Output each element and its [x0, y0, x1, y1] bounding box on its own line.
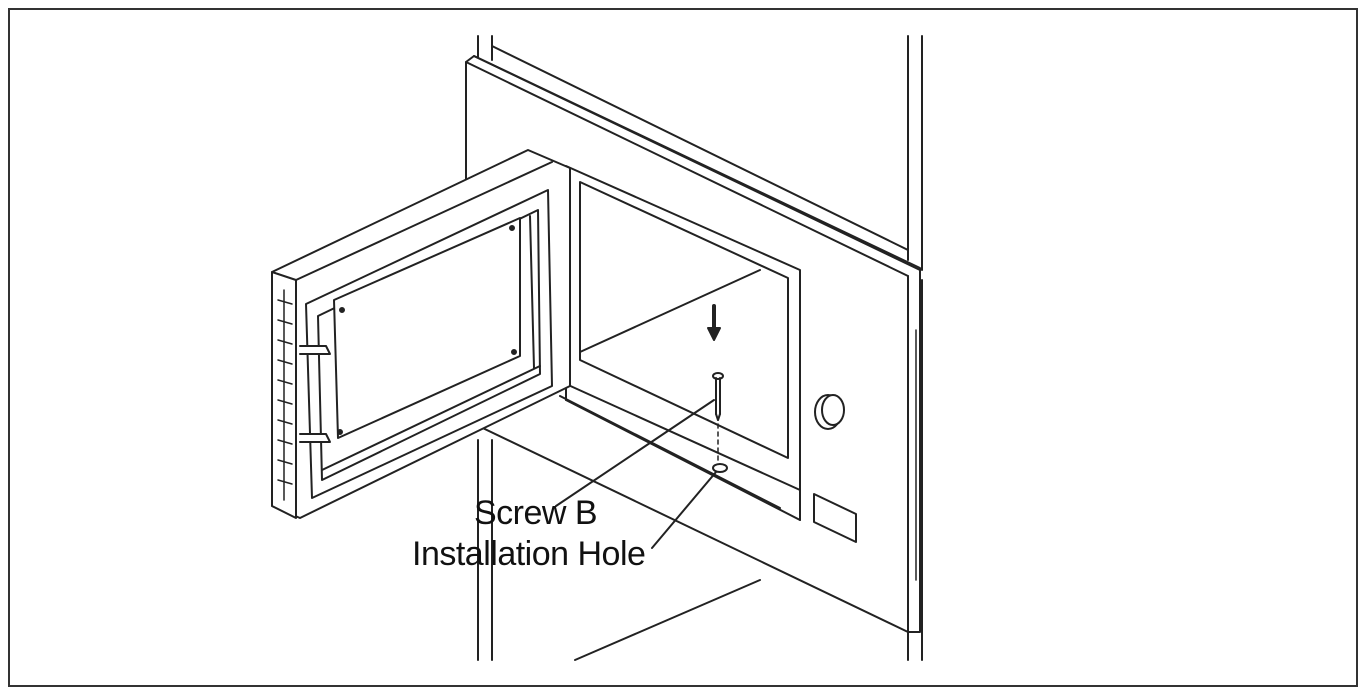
display-window — [813, 493, 857, 543]
screw-b-label: Screw B — [474, 494, 598, 532]
down-arrow-icon — [707, 304, 721, 341]
oven-cavity — [559, 165, 801, 521]
control-knob-icon — [814, 394, 845, 430]
screw-icon — [712, 372, 724, 463]
cabinet-outline — [477, 35, 923, 661]
leader-lines — [555, 399, 717, 549]
installation-hole-label: Installation Hole — [412, 535, 646, 573]
microwave-door — [271, 149, 571, 519]
installation-hole-icon — [712, 463, 728, 473]
